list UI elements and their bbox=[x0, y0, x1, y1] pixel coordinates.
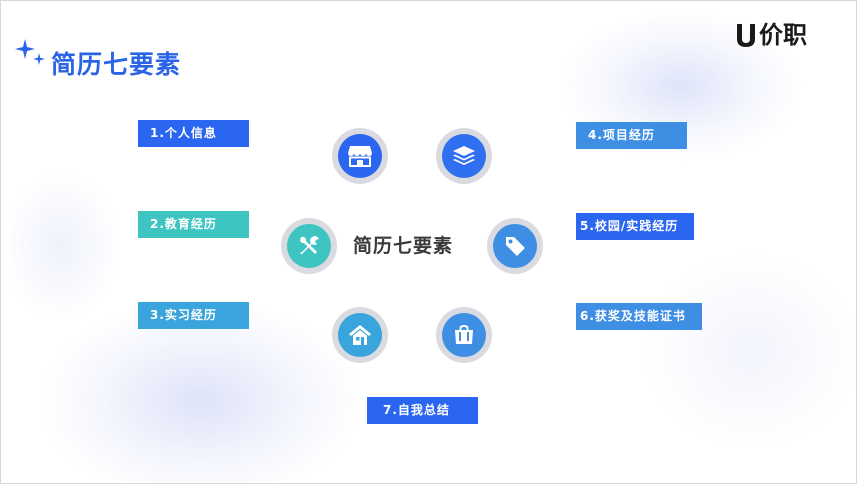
bag-icon-circle bbox=[436, 307, 492, 363]
page-title: 简历七要素 bbox=[51, 50, 182, 79]
item-label-campus-practice: 5.校园/实践经历 bbox=[576, 213, 694, 240]
home-icon-circle bbox=[332, 307, 388, 363]
home-icon bbox=[349, 325, 371, 345]
tools-icon bbox=[300, 236, 319, 255]
logo-mark-icon bbox=[737, 24, 755, 47]
item-label-personal-info: 1.个人信息 bbox=[138, 120, 249, 147]
item-label-projects: 4.项目经历 bbox=[576, 122, 687, 149]
logo-text: 价职 bbox=[759, 21, 807, 49]
sparkle-icon bbox=[15, 39, 45, 65]
item-label-education: 2.教育经历 bbox=[138, 211, 249, 238]
logo: 价职 bbox=[735, 18, 807, 52]
store-icon bbox=[348, 146, 372, 167]
tag-icon bbox=[506, 237, 525, 256]
background-glow-right bbox=[641, 251, 856, 451]
center-title: 简历七要素 bbox=[353, 235, 454, 257]
tag-icon-circle bbox=[487, 218, 543, 274]
item-label-self-summary: 7.自我总结 bbox=[367, 397, 478, 424]
tools-icon-circle bbox=[281, 218, 337, 274]
item-label-internship: 3.实习经历 bbox=[138, 302, 249, 329]
bag-icon bbox=[455, 324, 473, 344]
store-icon-circle bbox=[332, 128, 388, 184]
layers-icon-circle bbox=[436, 128, 492, 184]
layers-icon bbox=[453, 146, 475, 165]
item-label-awards-certificates: 6.获奖及技能证书 bbox=[576, 303, 702, 330]
background-glow-middle-left bbox=[1, 171, 121, 321]
